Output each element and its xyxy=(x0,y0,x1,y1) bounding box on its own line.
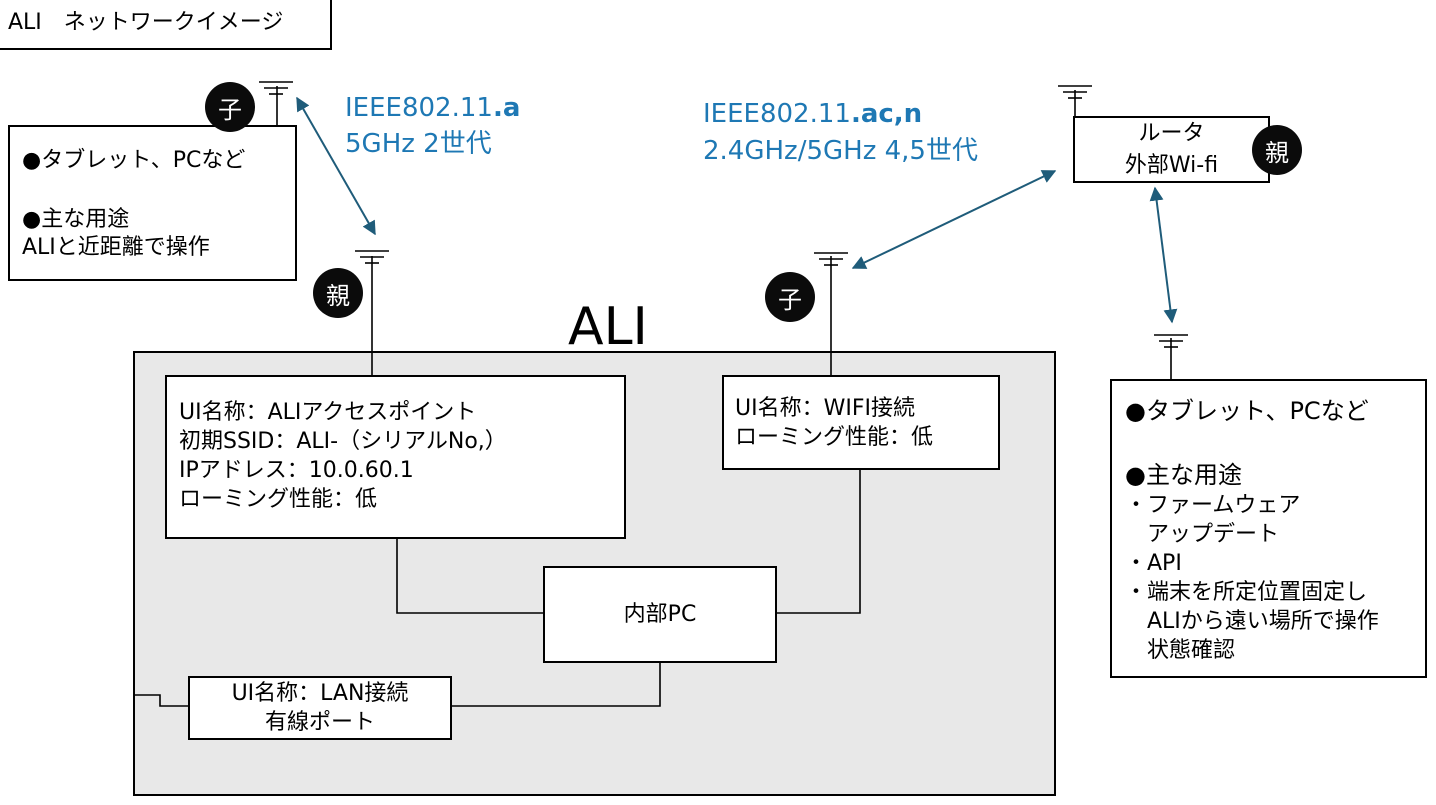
parent-badge-router: 親 xyxy=(1252,125,1302,175)
wireless-arrows xyxy=(296,96,1178,324)
wifi-box: UI名称：WIFI接続 ローミング性能：低 xyxy=(722,375,1000,470)
left-protocol: IEEE802.11.a xyxy=(345,90,520,126)
title-box: ALI ネットワークイメージ xyxy=(0,0,332,50)
lan-box: UI名称：LAN接続 有線ポート xyxy=(188,676,452,740)
antenna-icons xyxy=(259,81,1188,348)
antenna-icon-left-device xyxy=(259,81,293,95)
right-device-item: アップデート xyxy=(1125,522,1280,547)
right-protocol-main: IEEE802.11 xyxy=(703,99,851,129)
router-box: ルータ 外部Wi-fi xyxy=(1073,116,1270,183)
right-protocol: IEEE802.11.ac,n xyxy=(703,96,922,132)
internal-pc-box: 内部PC xyxy=(543,566,777,663)
access-point-roaming: ローミング性能：低 xyxy=(179,487,378,512)
internal-wiring xyxy=(134,86,1172,707)
child-badge-wifi: 子 xyxy=(765,272,815,322)
right-device-item: 状態確認 xyxy=(1125,638,1236,663)
lan-port: 有線ポート xyxy=(264,710,375,735)
right-device-item: ・端末を所定位置固定し xyxy=(1125,580,1368,605)
left-protocol-band: 5GHz 2世代 xyxy=(345,129,492,159)
right-device-item: ALIから遠い場所で操作 xyxy=(1125,609,1379,634)
router-line: ルータ xyxy=(1138,121,1205,146)
right-device-box: ●タブレット、PCなど ●主な用途 ・ファームウェア アップデート ・API ・… xyxy=(1110,379,1427,678)
right-device-item: ・API xyxy=(1125,551,1182,576)
access-point-ssid: 初期SSID：ALI-（シリアルNo,） xyxy=(179,429,507,454)
access-point-box: UI名称：ALIアクセスポイント 初期SSID：ALI-（シリアルNo,） IP… xyxy=(165,375,626,539)
left-device-line: ●タブレット、PCなど xyxy=(22,148,246,173)
router-line: 外部Wi-fi xyxy=(1124,153,1219,178)
internal-pc-label: 内部PC xyxy=(623,602,697,627)
access-point-ip: IPアドレス：10.0.60.1 xyxy=(179,458,414,483)
antenna-icon-router xyxy=(1058,85,1092,99)
right-device-item: ・ファームウェア xyxy=(1125,493,1301,518)
right-device-heading: ●主な用途 xyxy=(1125,461,1242,489)
antenna-icon-wifi xyxy=(814,252,848,266)
ali-label: ALI xyxy=(568,297,648,357)
lan-ui-name: UI名称：LAN接続 xyxy=(231,681,409,706)
right-protocol-bold: .ac,n xyxy=(850,99,923,129)
right-protocol-band: 2.4GHz/5GHz 4,5世代 xyxy=(703,136,978,166)
left-protocol-bold: .a xyxy=(492,93,521,123)
left-device-box: ●タブレット、PCなど ●主な用途 ALIと近距離で操作 xyxy=(8,125,297,281)
right-device-heading: ●タブレット、PCなど xyxy=(1125,397,1369,425)
wifi-roaming: ローミング性能：低 xyxy=(735,425,934,450)
antenna-icon-right-device xyxy=(1154,334,1188,348)
left-device-line: ●主な用途 xyxy=(22,207,130,232)
left-protocol-main: IEEE802.11 xyxy=(345,93,493,123)
wifi-ui-name: UI名称：WIFI接続 xyxy=(735,396,915,421)
left-device-line: ALIと近距離で操作 xyxy=(22,235,210,260)
parent-badge-access-point: 親 xyxy=(313,268,363,318)
page-title: ALI ネットワークイメージ xyxy=(8,10,284,35)
child-badge-left: 子 xyxy=(205,82,255,132)
access-point-ui-name: UI名称：ALIアクセスポイント xyxy=(179,400,477,425)
antenna-icon-access-point xyxy=(355,250,389,264)
